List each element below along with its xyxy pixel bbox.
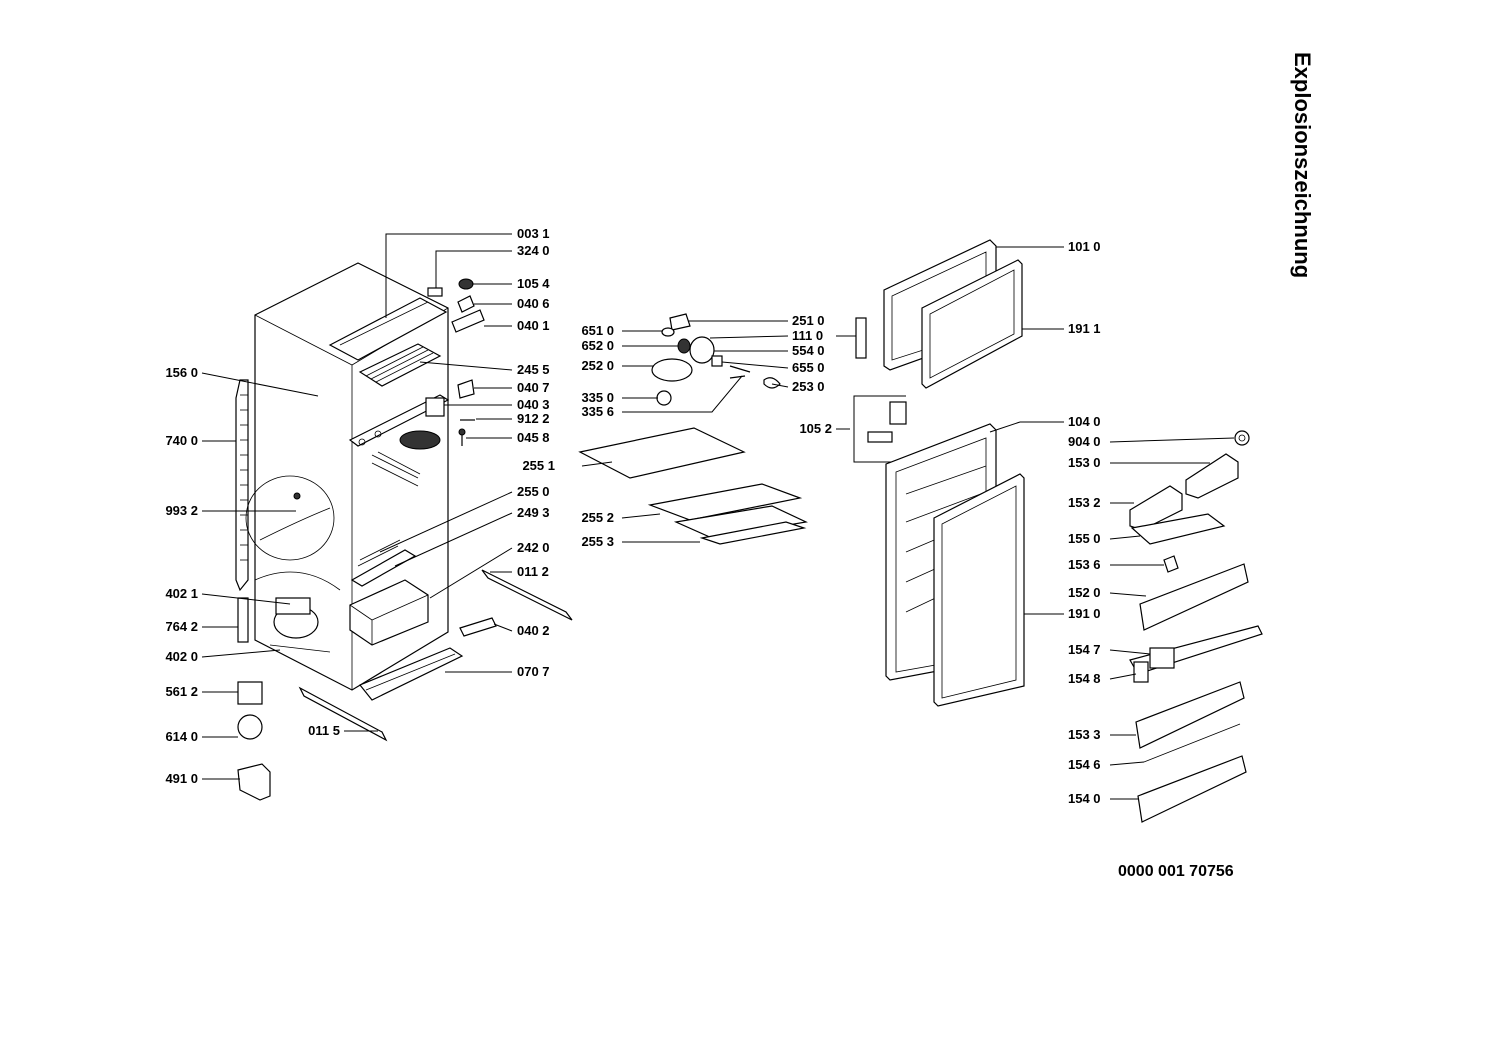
part-label: 155 0 [1068,531,1101,546]
part-label: 070 7 [517,664,550,679]
part-label: 255 2 [581,510,614,525]
door-shelves-drawing [1129,430,1263,823]
part-label: 335 0 [581,390,614,405]
part-label: 153 3 [1068,727,1101,742]
condenser-drawing [235,379,249,592]
fridge-door-drawing [885,423,1025,707]
part-label: 324 0 [517,243,550,258]
part-label: 740 0 [165,433,198,448]
part-label: 011 5 [308,723,340,738]
diagram-title: Explosionszeichnung [1290,52,1315,278]
part-label: 040 7 [517,380,550,395]
part-label: 040 6 [517,296,550,311]
part-label: 561 2 [165,684,198,699]
part-label: 255 1 [522,458,555,473]
part-label: 554 0 [792,343,825,358]
part-label: 104 0 [1068,414,1101,429]
part-label: 651 0 [581,323,614,338]
part-label: 003 1 [517,226,550,241]
part-label: 154 7 [1068,642,1101,657]
part-label: 045 8 [517,430,550,445]
part-label: 335 6 [581,404,614,419]
part-label: 101 0 [1068,239,1101,254]
part-label: 614 0 [165,729,198,744]
part-label: 154 0 [1068,791,1101,806]
part-label: 491 0 [165,771,198,786]
part-label: 153 2 [1068,495,1101,510]
part-label: 402 1 [165,586,198,601]
part-label: 252 0 [581,358,614,373]
part-label: 249 3 [517,505,550,520]
part-label: 040 1 [517,318,550,333]
part-label: 154 6 [1068,757,1101,772]
small-parts-top [425,278,485,446]
glass-shelf-drawing [578,427,746,479]
part-label: 402 0 [165,649,198,664]
leader-lines [201,233,1235,800]
part-label: 255 3 [581,534,614,549]
lamp-thermostat-parts [651,313,781,406]
part-label: 040 3 [517,397,550,412]
part-label: 153 0 [1068,455,1101,470]
part-label: 105 4 [517,276,550,291]
part-label: 011 2 [517,564,549,579]
part-label: 156 0 [165,365,198,380]
part-label: 255 0 [517,484,550,499]
part-label: 245 5 [517,362,550,377]
part-label: 191 0 [1068,606,1101,621]
part-label: 993 2 [165,503,198,518]
cabinet-drawing [254,262,464,701]
part-label: 154 8 [1068,671,1101,686]
part-label: 242 0 [517,540,550,555]
detail-bubble [245,475,335,561]
part-label: 111 0 [792,328,823,343]
part-label: 105 2 [799,421,832,436]
part-label: 652 0 [581,338,614,353]
part-label: 764 2 [165,619,198,634]
part-label: 253 0 [792,379,825,394]
part-label: 904 0 [1068,434,1101,449]
part-label: 655 0 [792,360,825,375]
part-label: 040 2 [517,623,550,638]
part-label: 152 0 [1068,585,1101,600]
part-label: 912 2 [517,411,550,426]
part-label: 251 0 [792,313,825,328]
part-labels: 003 1 324 0 105 4 040 6 040 1 245 5 040 … [165,226,1100,806]
document-code: 0000 001 70756 [1118,863,1234,880]
part-label: 191 1 [1068,321,1101,336]
freezer-door-drawing [855,239,1023,389]
part-label: 153 6 [1068,557,1101,572]
